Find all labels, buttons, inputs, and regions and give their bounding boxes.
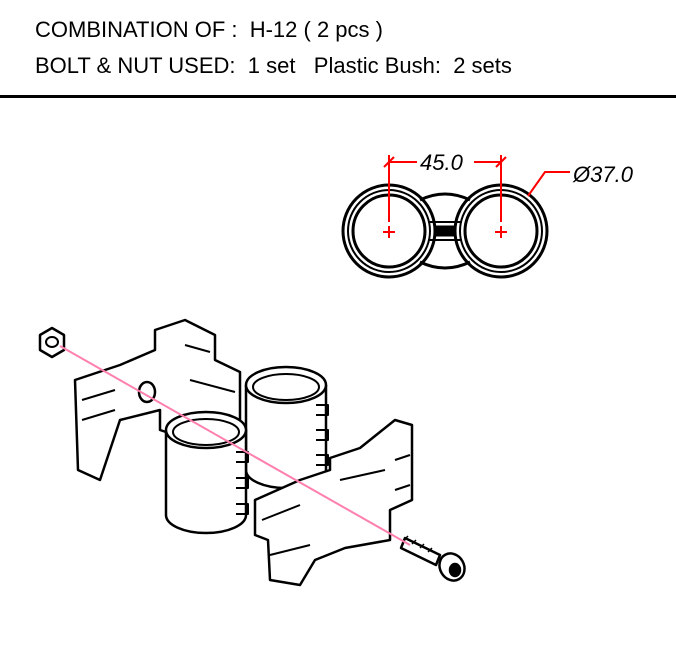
bolt-icon	[399, 535, 466, 582]
diameter-label: Ø37.0	[572, 162, 634, 187]
hardware-line: BOLT & NUT USED: 1 set Plastic Bush: 2 s…	[35, 53, 512, 79]
bolt-value: 1 set	[247, 53, 296, 78]
combination-line: COMBINATION OF : H-12 ( 2 pcs )	[35, 17, 383, 43]
nut-icon	[38, 326, 66, 359]
pipe-bush-left	[164, 430, 248, 535]
center-distance-label: 45.0	[420, 150, 464, 175]
combination-value: H-12 ( 2 pcs )	[249, 17, 383, 42]
top-view	[341, 183, 549, 279]
isometric-view	[38, 318, 466, 587]
bush-value: 2 sets	[453, 53, 512, 78]
bolt-label: BOLT & NUT USED:	[35, 53, 236, 78]
header-divider	[0, 95, 676, 98]
dimension-marks	[383, 155, 570, 238]
bush-label: Plastic Bush:	[313, 53, 441, 78]
bolt-axis-line	[59, 345, 411, 546]
combination-label: COMBINATION OF :	[35, 17, 238, 42]
